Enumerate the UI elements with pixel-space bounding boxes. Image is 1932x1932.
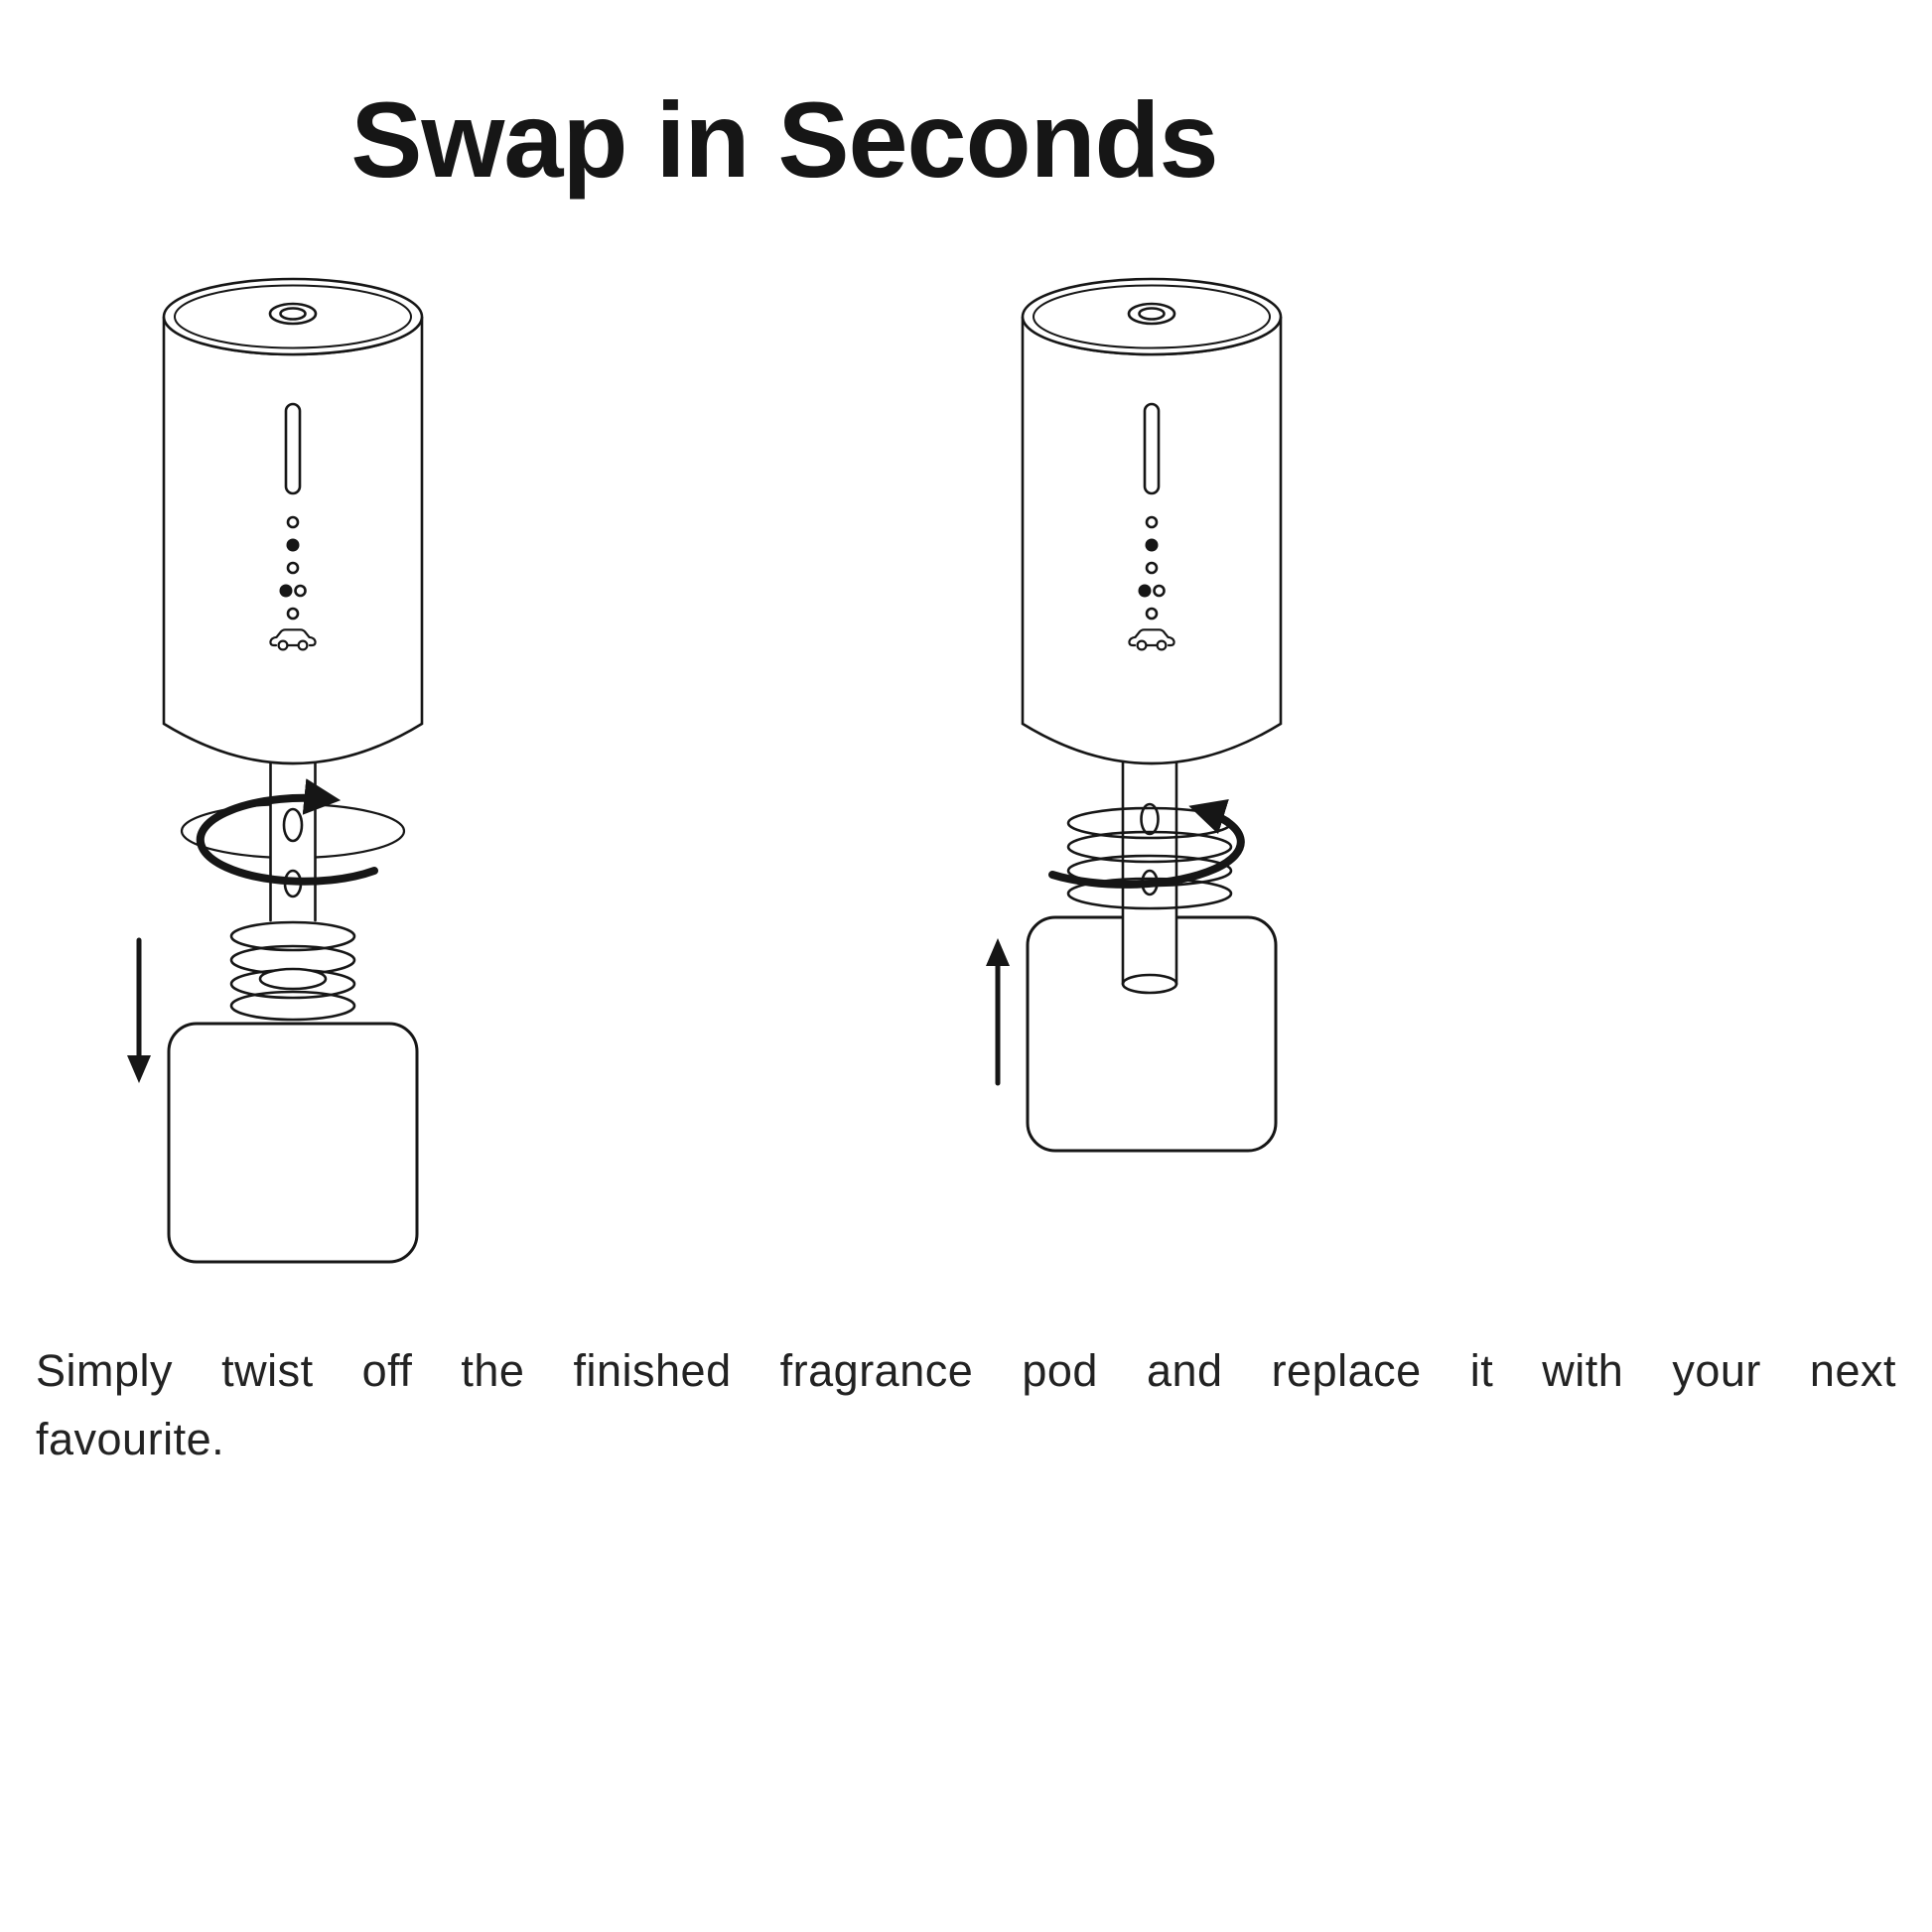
page-title: Swap in Seconds — [350, 79, 1218, 200]
thread-coil — [229, 920, 356, 1022]
mist-nozzle — [1127, 302, 1176, 326]
led-slot — [1143, 402, 1161, 495]
diffuser-body — [162, 277, 424, 765]
indicator-dots — [279, 515, 307, 621]
rotation-arrow-counterclockwise — [1048, 798, 1245, 889]
diffuser-stem — [1121, 747, 1178, 995]
down-arrow — [127, 937, 151, 1083]
caption: Simply twist off the finished fragrance … — [0, 1337, 1932, 1474]
diffuser-stem — [269, 752, 317, 922]
indicator-dots — [1138, 515, 1166, 621]
mist-nozzle — [268, 302, 318, 326]
diffuser-body — [1021, 277, 1283, 765]
fragrance-pod — [167, 1022, 419, 1264]
led-slot — [284, 402, 302, 495]
up-arrow — [986, 938, 1010, 1086]
caption-line-1: Simply twist off the finished fragrance … — [36, 1345, 1896, 1396]
caption-line-2: favourite. — [36, 1413, 225, 1464]
instruction-figures — [0, 257, 1932, 1290]
figure-attach-pod — [986, 277, 1283, 1153]
car-icon — [1128, 628, 1175, 651]
figure-remove-pod — [127, 277, 424, 1264]
rotation-arrow-clockwise — [196, 778, 378, 886]
thread-coil — [1066, 806, 1233, 910]
car-icon — [269, 628, 317, 651]
